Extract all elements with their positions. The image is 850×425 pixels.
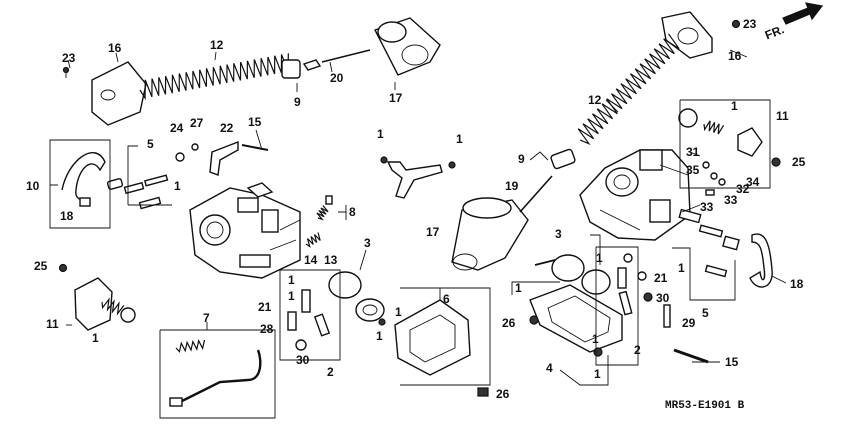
callout: 5 xyxy=(702,306,709,320)
callout: 1 xyxy=(596,251,603,265)
callout: 6 xyxy=(443,292,450,306)
callout: 30 xyxy=(656,291,670,305)
carburetor-body-left xyxy=(189,182,301,279)
callout: 10 xyxy=(26,179,40,193)
callout: 9 xyxy=(518,152,525,166)
carburetor-body-right xyxy=(579,149,691,241)
callout: 7 xyxy=(203,311,210,325)
callout: 24 xyxy=(170,121,184,135)
jet-parts-right xyxy=(678,208,740,278)
callout: 1 xyxy=(594,367,601,381)
callout: 20 xyxy=(330,71,344,85)
callout: 13 xyxy=(324,253,338,267)
air-funnel-right xyxy=(451,197,529,271)
callout: 23 xyxy=(62,51,76,65)
diaphragm-left xyxy=(328,271,385,322)
callout: 28 xyxy=(260,322,274,336)
callout: 22 xyxy=(220,121,234,135)
needle-jet-right xyxy=(617,253,633,316)
callout: 1 xyxy=(592,332,599,346)
callout: 12 xyxy=(210,38,224,52)
float-bowl-right xyxy=(529,284,623,357)
needle-jet-left xyxy=(287,289,331,351)
callout: 18 xyxy=(790,277,804,291)
screws-left xyxy=(58,263,489,397)
air-funnel-left xyxy=(374,17,441,76)
screws-right xyxy=(529,271,709,364)
callout: 1 xyxy=(731,99,738,113)
callout: 26 xyxy=(496,387,510,401)
callout: 17 xyxy=(389,91,403,105)
float-bowl-left xyxy=(394,299,471,376)
callout: 25 xyxy=(34,259,48,273)
vacuum-hose-right xyxy=(577,33,680,146)
callout: 12 xyxy=(588,93,602,107)
callout: 21 xyxy=(654,271,668,285)
callout: 9 xyxy=(294,95,301,109)
callout: 30 xyxy=(296,353,310,367)
callout: 3 xyxy=(364,236,371,250)
callout: 16 xyxy=(108,41,122,55)
vacuum-hose-left xyxy=(139,53,289,101)
callout: 32 xyxy=(736,182,750,196)
callout: 27 xyxy=(190,116,204,130)
jet-springs-left xyxy=(305,195,333,248)
callout: 15 xyxy=(248,115,262,129)
callout-labels: 23 16 12 9 20 17 24 27 22 15 5 1 10 18 8… xyxy=(26,17,806,401)
callout: 23 xyxy=(743,17,757,31)
callout: 19 xyxy=(505,179,519,193)
callout: 1 xyxy=(174,179,181,193)
choke-cable xyxy=(169,339,262,407)
callout: 29 xyxy=(682,316,696,330)
callout: 18 xyxy=(60,209,74,223)
callout: 1 xyxy=(377,127,384,141)
link-rod xyxy=(380,156,456,199)
small-parts-right xyxy=(689,151,726,196)
diaphragm-right xyxy=(534,254,611,295)
callout: 15 xyxy=(725,355,739,369)
callout: 5 xyxy=(147,137,154,151)
callout: 1 xyxy=(515,281,522,295)
callout: 16 xyxy=(728,49,742,63)
callout: 35 xyxy=(686,163,700,177)
leader-lines xyxy=(49,49,787,419)
callout: 1 xyxy=(678,261,685,275)
callout: 1 xyxy=(92,331,99,345)
callout: 14 xyxy=(304,253,318,267)
hose-right xyxy=(749,233,773,288)
needle-assembly-right xyxy=(519,148,576,213)
needle-assembly-left xyxy=(281,49,371,79)
callout: 26 xyxy=(502,316,516,330)
callout: 8 xyxy=(349,205,356,219)
pump-cover-right xyxy=(678,108,781,167)
callout: 11 xyxy=(46,317,59,331)
callout: 31 xyxy=(686,145,700,159)
callout: 21 xyxy=(258,300,272,314)
callout: 1 xyxy=(395,305,402,319)
jet-parts-left xyxy=(106,174,169,210)
callout: 33 xyxy=(700,200,714,214)
callout: 1 xyxy=(376,329,383,343)
callout: 25 xyxy=(792,155,806,169)
throttle-parts-left xyxy=(175,140,269,176)
front-arrow-icon xyxy=(782,2,824,25)
callout: 2 xyxy=(634,343,641,357)
top-cover-left xyxy=(62,61,147,126)
callout: 33 xyxy=(724,193,738,207)
pump-cover-left xyxy=(74,277,136,331)
callout: 11 xyxy=(776,109,789,123)
callout: 2 xyxy=(327,365,334,379)
callout: 34 xyxy=(746,175,760,189)
front-label: FR. xyxy=(763,22,786,42)
callout: 3 xyxy=(555,227,562,241)
callout: 1 xyxy=(288,273,295,287)
callout: 17 xyxy=(426,225,440,239)
diagram-code: MR53-E1901 B xyxy=(665,400,745,412)
callout: 1 xyxy=(456,132,463,146)
callout: 4 xyxy=(546,361,553,375)
callout: 1 xyxy=(288,289,295,303)
hose-left xyxy=(61,151,106,207)
